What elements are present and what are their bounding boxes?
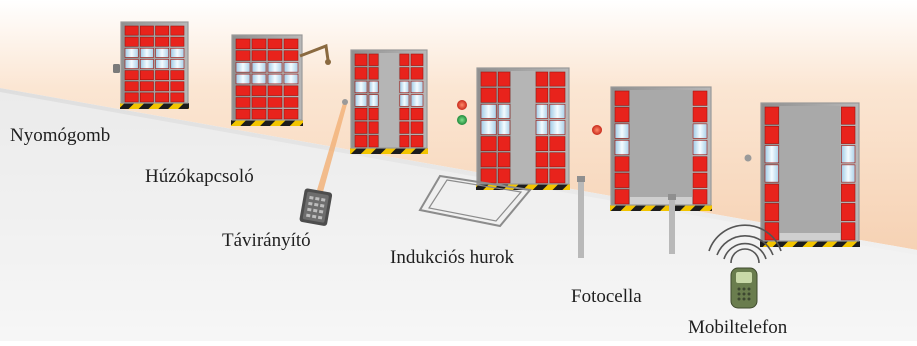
pull-switch-device bbox=[299, 43, 331, 65]
doors-group bbox=[120, 21, 860, 247]
label-induction-loop: Indukciós hurok bbox=[390, 247, 515, 268]
door-6 bbox=[760, 102, 860, 247]
label-remote-control: Távirányító bbox=[222, 230, 311, 251]
remote-control-device bbox=[299, 188, 333, 226]
photocell-device bbox=[577, 176, 676, 258]
door-sensor bbox=[744, 154, 752, 162]
mobile-phone-device bbox=[708, 224, 782, 309]
door-3 bbox=[350, 49, 428, 154]
traffic-light-device bbox=[457, 100, 467, 125]
label-pull-switch: Húzókapcsoló bbox=[145, 166, 254, 187]
remote-beam bbox=[317, 99, 348, 192]
door-2 bbox=[231, 34, 303, 126]
door-4 bbox=[476, 67, 570, 190]
label-photocell: Fotocella bbox=[571, 286, 642, 307]
push-button-device bbox=[113, 64, 120, 73]
door-1 bbox=[120, 21, 189, 109]
label-mobile-phone: Mobiltelefon bbox=[688, 317, 788, 338]
door-5 bbox=[610, 86, 712, 211]
sensor-lamp bbox=[592, 125, 602, 135]
induction-loop-device bbox=[418, 174, 532, 228]
label-push-button: Nyomógomb bbox=[10, 125, 111, 146]
